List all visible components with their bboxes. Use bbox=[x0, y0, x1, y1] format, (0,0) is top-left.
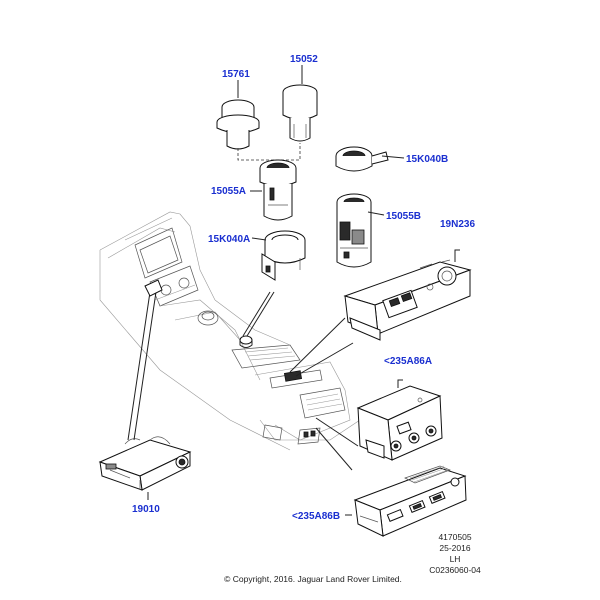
leader-line-console-a bbox=[295, 342, 354, 377]
copyright-notice: © Copyright, 2016. Jaguar Land Rover Lim… bbox=[224, 574, 402, 584]
ref-number: 4170505 bbox=[438, 532, 471, 542]
leader-line-19N236 bbox=[454, 249, 460, 262]
part-235A86B-usb-module bbox=[353, 465, 467, 537]
label-15761[interactable]: 15761 bbox=[222, 69, 250, 80]
ref-side: LH bbox=[450, 554, 461, 564]
label-19010[interactable]: 19010 bbox=[132, 504, 160, 515]
leader-line-15K040A-label bbox=[251, 237, 267, 241]
label-19N236[interactable]: 19N236 bbox=[440, 219, 475, 230]
dash-bracket bbox=[144, 279, 163, 297]
leader-line-aux-console bbox=[315, 417, 359, 447]
leader-line-console-b bbox=[289, 317, 346, 373]
part-15055B-socket bbox=[336, 193, 372, 268]
leader-line-19010-a bbox=[127, 291, 151, 441]
part-19010-module bbox=[98, 436, 192, 491]
leader-line-15055B bbox=[367, 211, 385, 216]
part-15K040A-housing bbox=[261, 230, 306, 281]
leader-line-15K040A-2 bbox=[246, 291, 275, 337]
label-15052[interactable]: 15052 bbox=[290, 54, 318, 65]
center-console-outline bbox=[99, 211, 361, 451]
assembly-dashed-link bbox=[237, 143, 301, 161]
leader-line-235A86A bbox=[397, 379, 403, 388]
part-235A86A-aux-module bbox=[356, 385, 443, 461]
label-235A86A[interactable]: <235A86A bbox=[384, 356, 432, 367]
part-15761-plug bbox=[216, 99, 260, 150]
part-19N236-switch-panel bbox=[343, 259, 472, 341]
ref-code: C0236060-04 bbox=[429, 565, 481, 575]
part-15052-lighter bbox=[282, 84, 318, 142]
ref-date: 25-2016 bbox=[439, 543, 470, 553]
leader-line-usb-console bbox=[315, 427, 353, 471]
label-235A86B[interactable]: <235A86B bbox=[292, 511, 340, 522]
leader-line-15K040B bbox=[381, 155, 405, 159]
label-15055A[interactable]: 15055A bbox=[211, 186, 246, 197]
part-15055A-socket bbox=[259, 159, 297, 221]
leader-line-15K040A bbox=[242, 291, 271, 337]
leader-line-19010-b bbox=[133, 291, 157, 441]
label-15K040B[interactable]: 15K040B bbox=[406, 154, 448, 165]
label-15K040A[interactable]: 15K040A bbox=[208, 234, 250, 245]
label-15055B[interactable]: 15055B bbox=[386, 211, 421, 222]
part-15K040B-bezel bbox=[335, 146, 389, 172]
